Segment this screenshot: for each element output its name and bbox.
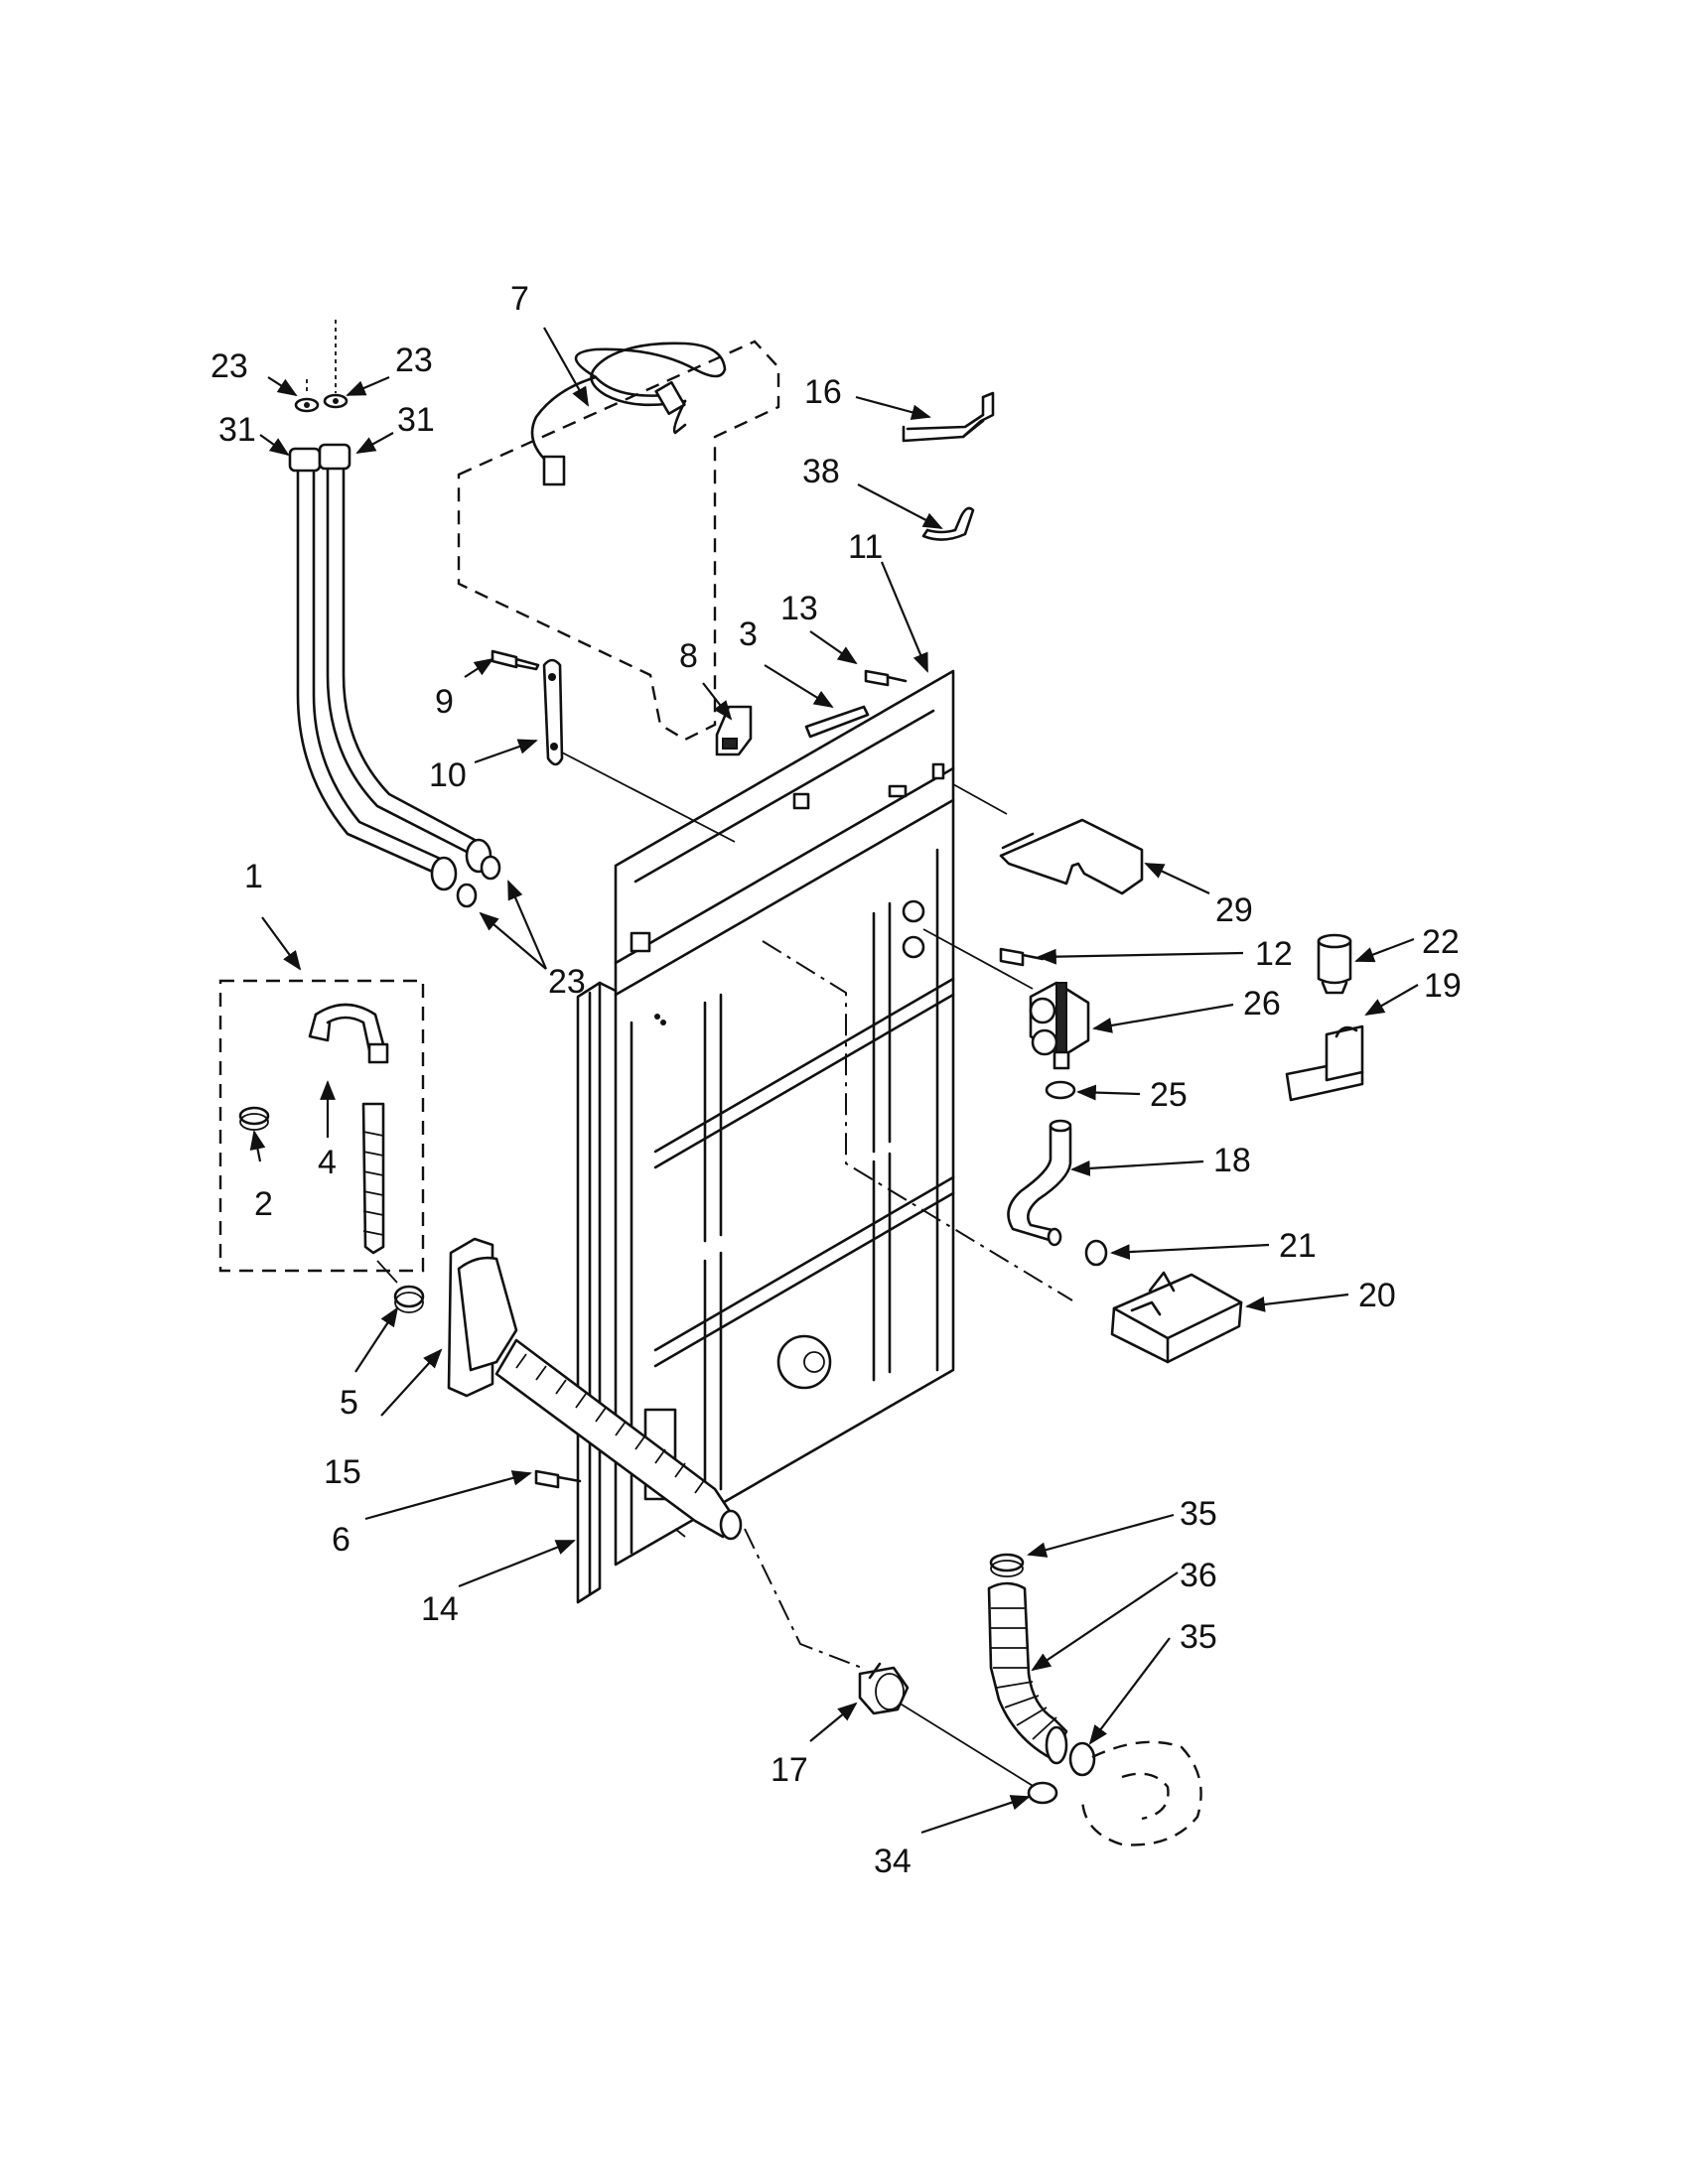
callout-31a: 31 <box>218 411 256 449</box>
reference-line-dashed <box>762 940 1073 1301</box>
strap-10-part <box>542 658 736 843</box>
callout-7: 7 <box>510 280 529 318</box>
callout-11: 11 <box>848 528 883 566</box>
drain-hose-36-part <box>987 1581 1068 1765</box>
washers-side-part <box>456 855 501 908</box>
clamp-25-part <box>1045 1080 1076 1100</box>
callout-20: 20 <box>1358 1277 1396 1314</box>
callout-4: 4 <box>318 1144 337 1181</box>
clamp-17-part <box>858 1662 910 1715</box>
reference-line-drain-2 <box>893 1699 1052 1798</box>
callout-10: 10 <box>429 756 467 794</box>
callout-2: 2 <box>254 1185 273 1223</box>
leader-lines <box>249 327 1419 1835</box>
callout-8: 8 <box>679 637 698 675</box>
callout-19: 19 <box>1424 967 1462 1005</box>
screw-13-part <box>864 669 908 687</box>
reference-line-drain <box>744 1528 863 1669</box>
callout-3: 3 <box>739 615 758 653</box>
fill-hose-18-part <box>1007 1119 1072 1247</box>
hose-kit-part <box>218 979 425 1273</box>
water-valve-part <box>1029 981 1090 1070</box>
clamp-35-side-part <box>1068 1741 1096 1777</box>
clamp-21-part <box>1084 1239 1108 1267</box>
callout-9: 9 <box>435 683 454 721</box>
callout-38: 38 <box>802 453 840 490</box>
power-cord-part <box>457 340 780 742</box>
reference-line-panel <box>952 783 1008 815</box>
callout-21: 21 <box>1279 1227 1317 1265</box>
drain-hose-15-part <box>447 1237 743 1541</box>
bracket-19-part <box>1285 1024 1364 1102</box>
screw-12-part <box>999 947 1045 967</box>
callout-22: 22 <box>1422 923 1460 961</box>
callout-25: 25 <box>1150 1076 1188 1114</box>
callout-34: 34 <box>874 1843 912 1880</box>
dispenser-20-part <box>1110 1271 1243 1364</box>
callout-17: 17 <box>771 1751 808 1789</box>
callout-29: 29 <box>1215 891 1253 929</box>
callout-12: 12 <box>1255 935 1293 973</box>
clamp-35-top-part <box>989 1553 1025 1577</box>
callout-36: 36 <box>1180 1557 1217 1594</box>
callout-13: 13 <box>780 590 818 627</box>
callout-1: 1 <box>244 858 263 895</box>
clamp-38-part <box>921 506 975 541</box>
washers-top-part <box>294 320 349 413</box>
callout-35a: 35 <box>1180 1495 1217 1533</box>
cap-22-part <box>1317 933 1352 995</box>
callout-14: 14 <box>421 1590 459 1628</box>
clamp-5-part <box>393 1285 425 1313</box>
callout-5: 5 <box>340 1384 358 1422</box>
drain-outlet-phantom <box>1080 1740 1202 1846</box>
clamp-34-part <box>1027 1781 1058 1805</box>
clamp-16-part <box>902 391 995 443</box>
callout-23c: 23 <box>548 963 586 1001</box>
reference-line-valve <box>922 928 1034 990</box>
callout-26: 26 <box>1243 985 1281 1023</box>
callout-16: 16 <box>804 373 842 411</box>
callout-15: 15 <box>324 1453 361 1491</box>
callout-31b: 31 <box>397 401 435 439</box>
channel-14-part <box>576 981 618 1604</box>
callout-23a: 23 <box>210 347 248 385</box>
inlet-hoses-part <box>288 443 492 891</box>
bracket-3-part <box>804 705 870 739</box>
bracket-29-part <box>999 818 1144 895</box>
callout-labels: 23 23 31 31 7 16 38 11 13 3 8 9 10 1 23 … <box>210 280 1462 1880</box>
callout-18: 18 <box>1213 1142 1251 1179</box>
callout-35b: 35 <box>1180 1618 1217 1656</box>
screw-6-part <box>534 1469 582 1489</box>
clip-8-part <box>715 705 753 756</box>
screw-9-part <box>491 649 540 671</box>
callout-23b: 23 <box>395 341 433 379</box>
reference-line-screw <box>674 1528 686 1538</box>
rear-panel-part <box>614 669 955 1567</box>
callout-6: 6 <box>332 1521 351 1559</box>
